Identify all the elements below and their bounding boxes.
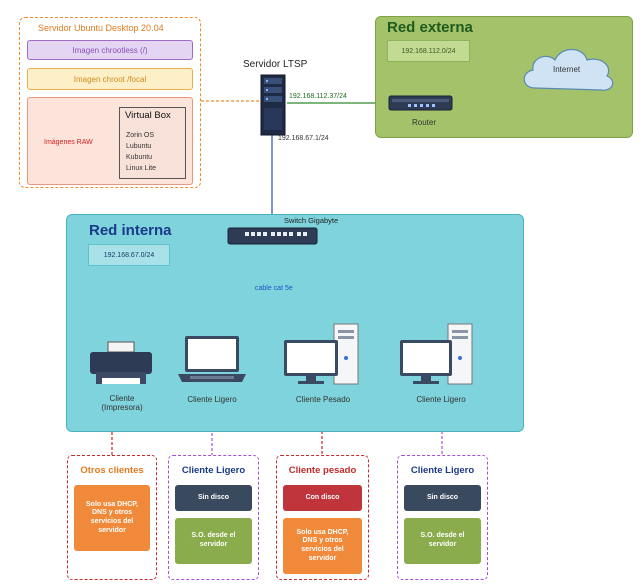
ligero2-so-servidor: S.O. desde el servidor <box>404 518 481 564</box>
group-ligero1-title: Cliente Ligero <box>181 465 246 476</box>
ltsp-server-label: Servidor LTSP <box>243 59 308 70</box>
ligero1-sin-disco: Sin disco <box>175 485 252 511</box>
switch-icon <box>227 227 318 245</box>
ltsp-internal-ip: 192.168.67.1/24 <box>278 135 329 142</box>
virtualbox-os-item: Lubuntu <box>126 143 152 150</box>
light-desktop-label: Cliente Ligero <box>416 395 466 404</box>
otros-info-block: Solo usa DHCP, DNS y otros servicios del… <box>74 485 150 551</box>
ltsp-external-ip: 192.168.112.37/24 <box>289 93 347 100</box>
group-pesado-title: Cliente pesado <box>288 465 357 476</box>
group-cliente-ligero-2 <box>397 455 488 580</box>
laptop-label: Cliente Ligero <box>187 395 237 404</box>
internet-cloud-icon <box>523 48 614 91</box>
group-cliente-pesado <box>276 455 369 580</box>
raw-images-label: Imágenes RAW <box>44 139 93 146</box>
chroot-image: Imagen chroot /focal <box>27 68 193 90</box>
virtualbox-os-item: Zorin OS <box>126 132 155 139</box>
virtualbox-box <box>119 107 186 179</box>
ligero1-so-servidor: S.O. desde el servidor <box>175 518 252 564</box>
external-network-title: Red externa <box>387 19 473 36</box>
pesado-con-disco: Con disco <box>283 485 362 511</box>
internal-network-title: Red interna <box>89 222 172 239</box>
switch-label: Switch Gigabyte <box>284 216 339 225</box>
virtualbox-os-item: Kubuntu <box>126 154 153 161</box>
laptop-icon <box>178 336 246 382</box>
group-cliente-ligero <box>168 455 259 580</box>
light-desktop-icon <box>400 323 473 385</box>
heavy-desktop-icon <box>284 323 359 385</box>
printer-label: Cliente (Impresora) <box>101 394 143 412</box>
cable-label: cable cat 5e <box>255 285 293 292</box>
router-label: Router <box>412 118 437 127</box>
chrootless-image: Imagen chrootless (/) <box>27 40 193 60</box>
virtualbox-title: Virtual Box <box>125 110 171 121</box>
ubuntu-server-title: Servidor Ubuntu Desktop 20.04 <box>38 23 164 33</box>
group-otros-clientes <box>67 455 157 580</box>
pesado-info-block: Solo usa DHCP, DNS y otros servicios del… <box>283 518 362 574</box>
ligero2-sin-disco: Sin disco <box>404 485 481 511</box>
external-network-ip: 192.168.112.0/24 <box>387 40 470 62</box>
heavy-desktop-label: Cliente Pesado <box>295 395 351 404</box>
router-icon <box>388 95 453 111</box>
virtualbox-os-item: Linux Lite <box>126 165 156 172</box>
printer-icon <box>90 341 152 384</box>
internet-label: Internet <box>553 65 581 74</box>
server-tower-icon <box>260 74 286 136</box>
group-ligero2-title: Cliente Ligero <box>410 465 475 476</box>
group-otros-title: Otros clientes <box>80 465 144 476</box>
internal-network-ip: 192.168.67.0/24 <box>88 244 170 266</box>
